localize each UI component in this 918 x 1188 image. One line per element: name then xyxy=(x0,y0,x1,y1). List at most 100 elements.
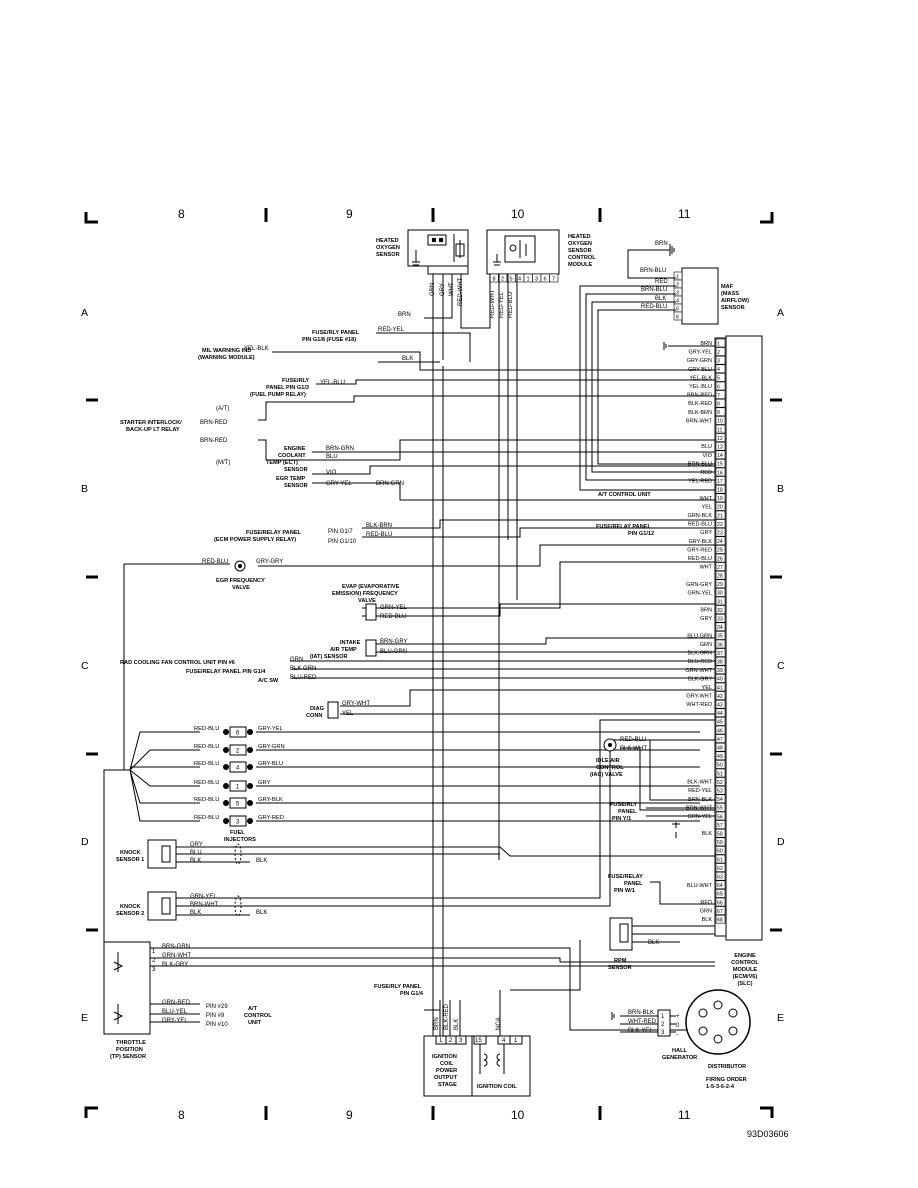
injector-body xyxy=(229,780,247,792)
ecm-pin-number: 62 xyxy=(717,866,723,872)
ecm-pin-box xyxy=(715,381,726,391)
diag-wire-2: YEL xyxy=(342,711,354,717)
injector-terminal xyxy=(247,800,253,806)
ecm-pin-box xyxy=(715,493,726,503)
ecm-pin-box xyxy=(715,811,726,821)
injector-right-wire: GRY-YEL xyxy=(258,726,284,732)
ecm-pin-number: 53 xyxy=(717,789,723,795)
injector-number: 6 xyxy=(236,731,240,737)
ac-control-unit: GRN-RED BLU-YEL GRY-YEL PIN #29 PIN #9 P… xyxy=(162,1000,272,1028)
ecm-pin-box xyxy=(715,734,726,743)
ect-title-1: ENGINE xyxy=(284,446,306,452)
ign-stage-title-1: IGNITION xyxy=(432,1054,457,1060)
fuse-w1-title-1: FUSE/RELAY xyxy=(608,874,643,880)
ecm-pin-number: 18 xyxy=(717,488,723,494)
ecm-pin-box xyxy=(715,725,726,735)
ecm-pin-box xyxy=(715,373,726,382)
ecm-pin-number: 37 xyxy=(717,651,723,657)
hall-title-1: HALL xyxy=(672,1048,687,1054)
ign-stage-title-4: OUTPUT xyxy=(434,1075,458,1081)
col-10-bottom: 10 xyxy=(511,1108,525,1122)
knock2-wire-2: BRN-WHT xyxy=(190,902,219,908)
ign-stage-wire-blkred: BLK-RED xyxy=(444,1003,450,1030)
mil-wire: YEL-BLK xyxy=(244,346,269,352)
ecm-pin-number: 65 xyxy=(717,892,723,898)
tp-title-3: (TP) SENSOR xyxy=(110,1054,146,1060)
ecm-pin-wire-label: GRN-WHT xyxy=(685,668,712,674)
mil-title-1: MIL WARNING IND xyxy=(202,348,251,354)
acu-wire-1: GRN-RED xyxy=(162,1000,191,1006)
knock2-wire-4: BLK xyxy=(256,910,267,916)
ecm-pin-number: 31 xyxy=(717,599,723,605)
evap-title-2: EMISSION) FREQUENCY xyxy=(332,591,398,597)
acu-pin-1: PIN #29 xyxy=(206,1004,228,1010)
injector-terminal xyxy=(223,764,229,770)
ecm-pin-number: 19 xyxy=(717,496,723,502)
ecm-pin-wire-label: BLU-GRN xyxy=(687,633,712,639)
ecm-pin-number: 56 xyxy=(717,814,723,820)
fuse-g18-wire: RED-YEL xyxy=(378,327,405,333)
col-11-top: 11 xyxy=(678,207,691,221)
row-b-left: B xyxy=(81,483,88,495)
right-labels: A/T CONTROL UNIT FUSE/RELAY PANEL PIN G1… xyxy=(590,492,659,971)
starter-wire-1: BRN-RED xyxy=(200,420,228,426)
iac-title-2: CONTROL xyxy=(596,765,624,771)
fuse-g112-title-1: FUSE/RELAY PANEL xyxy=(596,524,651,530)
iac-title-1: IDLE AIR xyxy=(596,758,620,764)
ecm-pin-box xyxy=(715,441,726,451)
ect-wire-2: BLU xyxy=(326,454,338,460)
injector-number: 3 xyxy=(236,820,240,826)
ecm-pin-box xyxy=(715,484,726,494)
col-10-top: 10 xyxy=(511,207,525,221)
ecm-pin-box xyxy=(715,751,726,761)
ecm-pin-box xyxy=(715,596,726,606)
ecm-pin-box xyxy=(715,846,726,855)
figure-code: 93D03606 xyxy=(747,1129,789,1139)
ign-stage-title-5: STAGE xyxy=(438,1082,457,1088)
rad-fan-label: RAD COOLING FAN CONTROL UNIT PIN #6 xyxy=(120,660,235,666)
ecm-pin-box xyxy=(715,613,726,623)
maf-title-1: MAF xyxy=(721,284,734,290)
fuse-g14b-title-1: FUSE/RLY PANEL xyxy=(374,984,422,990)
ecm-pin-wire-label: RED-BLU xyxy=(688,522,712,528)
egr-temp-wire-3: BRN-GRN xyxy=(376,481,404,487)
ecm-pin-wire-label: YEL-BLU xyxy=(689,384,712,390)
fuse-ecm-wire-1: BLK-BRN xyxy=(366,523,392,529)
egr-freq-wire-1: RED-BLU xyxy=(202,559,228,565)
egr-temp-wire-1: VIO xyxy=(326,470,337,476)
fuse-fpr-wire: YEL-BLU xyxy=(320,380,345,386)
egr-temp-wire-2: GRY-YEL xyxy=(326,481,352,487)
ecm-pin-number: 34 xyxy=(717,625,723,631)
row-d-right: D xyxy=(777,836,785,848)
ecm-pin-number: 20 xyxy=(717,505,723,511)
injector-right-wire: GRY-RED xyxy=(258,815,284,821)
ecm-pin-wire-label: VIO xyxy=(703,453,713,459)
ecm-pin-number: 32 xyxy=(717,608,723,614)
injector-left-wire: RED-BLU xyxy=(194,726,219,732)
iat-title-3: (IAT) SENSOR xyxy=(310,654,348,660)
ecm-pin-box xyxy=(715,622,726,632)
ecm-pin-number: 43 xyxy=(717,703,723,709)
col-9-bottom: 9 xyxy=(346,1108,353,1122)
injector-terminal xyxy=(247,764,253,770)
mid-wire-2: BLK GRN xyxy=(290,666,316,672)
ecm-pin-number: 10 xyxy=(717,419,723,425)
o2-sensor-title-3: SENSOR xyxy=(376,252,400,258)
starter-tag-mt: (M/T) xyxy=(216,460,230,466)
ecm-pin-wire-label: GRN xyxy=(700,642,712,648)
maf-pin-number: 2 xyxy=(676,282,679,288)
o2-ctrl-pin-box xyxy=(549,273,559,283)
injectors-title-2: INJECTORS xyxy=(224,837,256,843)
ecm-pin-number: 67 xyxy=(717,909,723,915)
fuse-y1-title-2: PANEL xyxy=(618,809,637,815)
ecm-pin-box xyxy=(715,794,726,804)
ecm-pin-wire-label: BLK-RED xyxy=(688,401,712,407)
ecm-pin-box xyxy=(715,820,726,829)
knock1-title-2: SENSOR 1 xyxy=(116,857,144,863)
ecm-pin-box xyxy=(715,579,726,589)
ecm-pin-wire-label: YEL xyxy=(702,685,712,691)
ecm-pin-box xyxy=(715,467,726,477)
ecm-pin-number: 41 xyxy=(717,685,723,691)
ecm-pin-number: 51 xyxy=(717,771,723,777)
